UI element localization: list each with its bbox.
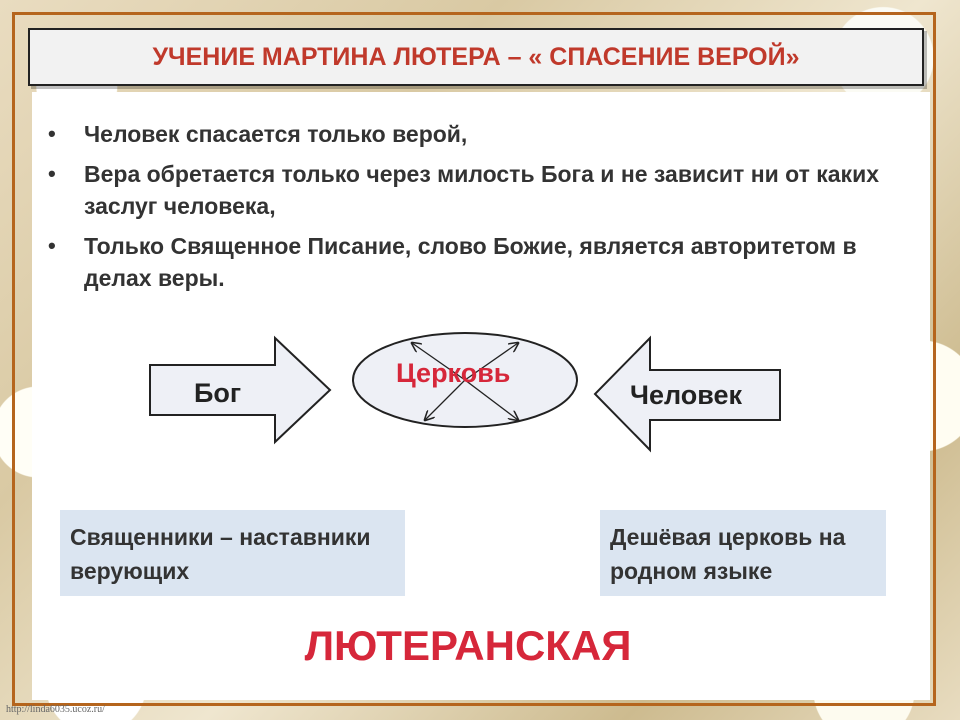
- cross-arrow-1: [412, 343, 466, 381]
- bullet-item: • Человек спасается только верой,: [48, 118, 888, 150]
- bullet-text: Только Священное Писание, слово Божие, я…: [84, 233, 857, 291]
- bullet-dot: •: [48, 121, 56, 146]
- bullet-list: • Человек спасается только верой, • Вера…: [48, 118, 888, 302]
- bullet-dot: •: [48, 161, 56, 186]
- bullet-item: • Вера обретается только через милость Б…: [48, 158, 888, 222]
- title-box: УЧЕНИЕ МАРТИНА ЛЮТЕРА – « СПАСЕНИЕ ВЕРОЙ…: [28, 28, 924, 86]
- slide-title: УЧЕНИЕ МАРТИНА ЛЮТЕРА – « СПАСЕНИЕ ВЕРОЙ…: [152, 42, 800, 71]
- cross-arrow-4: [464, 379, 518, 420]
- bullet-text: Вера обретается только через милость Бог…: [84, 161, 879, 219]
- arrow-right-shape: [149, 335, 332, 445]
- god-label: Бог: [194, 378, 242, 408]
- arrow-left-shape: [593, 335, 781, 453]
- cheap-church-note: Дешёвая церковь на родном языке: [600, 510, 886, 596]
- source-link[interactable]: http://linda6035.ucoz.ru/: [6, 704, 105, 715]
- bullet-dot: •: [48, 233, 56, 258]
- conclusion-heading: ЛЮТЕРАНСКАЯ: [304, 622, 632, 669]
- bullet-item: • Только Священное Писание, слово Божие,…: [48, 230, 888, 294]
- church-label: Церковь: [396, 358, 511, 388]
- bullet-text: Человек спасается только верой,: [84, 121, 468, 147]
- slide-frame: [12, 12, 936, 706]
- cross-arrow-2: [464, 343, 518, 381]
- priests-note: Священники – наставники верующих: [60, 510, 405, 596]
- cross-arrow-3: [425, 379, 466, 420]
- man-label: Человек: [630, 380, 743, 410]
